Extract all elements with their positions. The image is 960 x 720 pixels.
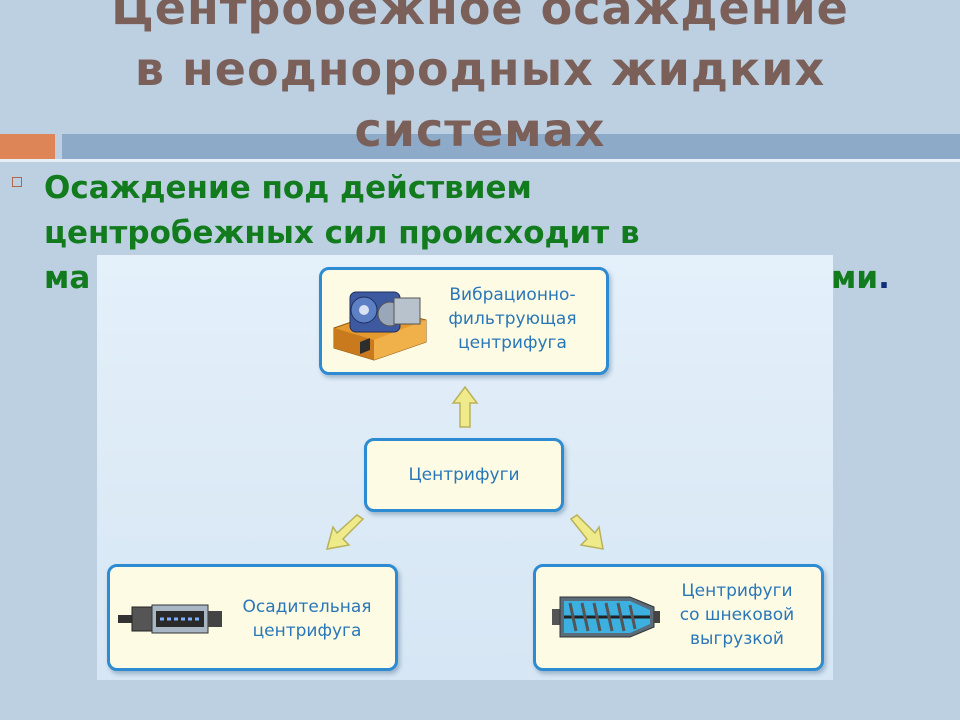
- accent-bar-blue: [62, 134, 960, 159]
- arrow-down-left-icon: [325, 514, 365, 550]
- bullet-line-2: центробежных сил происходит в: [44, 215, 640, 251]
- node-screw-discharge-centrifuge: Центрифуги со шнековой выгрузкой: [533, 564, 824, 671]
- slide-title-line-3: системах: [354, 103, 606, 157]
- node-top-line-1: Вибрационно-: [449, 285, 576, 305]
- bullet-line-3-period: .: [878, 260, 890, 296]
- slide-title: Центробежное осаждение в неоднородных жи…: [0, 0, 960, 161]
- sedimentation-centrifuge-image-icon: [118, 604, 222, 634]
- node-vibration-filter-centrifuge: Вибрационно- фильтрующая центрифуга: [319, 267, 609, 375]
- arrow-up-icon: [451, 385, 479, 428]
- bullet-line-3-start: ма: [44, 260, 91, 296]
- bullet-line-3-end-text: ми: [831, 260, 879, 296]
- node-centrifuges: Центрифуги: [364, 438, 564, 512]
- node-left-label: Осадительная центрифуга: [222, 595, 392, 643]
- screw-centrifuge-image-icon: [552, 596, 660, 638]
- node-top-line-3: центрифуга: [458, 333, 567, 353]
- bullet-line-1: Осаждение под действием: [44, 170, 532, 206]
- bullet-line-3-end: ми.: [831, 256, 890, 301]
- centrifuge-diagram: Вибрационно- фильтрующая центрифуга Цент…: [97, 255, 833, 680]
- arrow-down-right-icon: [569, 514, 604, 550]
- accent-bar-orange: [0, 134, 55, 159]
- node-sedimentation-centrifuge: Осадительная центрифуга: [107, 564, 398, 671]
- node-right-label: Центрифуги со шнековой выгрузкой: [658, 579, 816, 651]
- node-top-line-2: фильтрующая: [448, 309, 577, 329]
- node-right-line-3: выгрузкой: [690, 629, 784, 649]
- vibration-centrifuge-image-icon: [333, 291, 427, 361]
- bullet-line-3: ма ми.: [44, 256, 924, 301]
- node-left-line-1: Осадительная: [242, 597, 372, 617]
- slide-title-line-2: в неоднородных жидких: [134, 42, 826, 96]
- bullet-square-icon: [12, 177, 22, 187]
- bullet-text: Осаждение под действием центробежных сил…: [44, 166, 924, 301]
- node-top-label: Вибрационно- фильтрующая центрифуга: [430, 283, 595, 355]
- node-center-label: Центрифуги: [408, 465, 520, 485]
- accent-bar-divider: [0, 159, 960, 162]
- node-right-line-1: Центрифуги: [681, 581, 793, 601]
- slide-title-line-1: Центробежное осаждение: [111, 0, 849, 35]
- node-right-line-2: со шнековой: [679, 605, 795, 625]
- node-left-line-2: центрифуга: [252, 621, 362, 641]
